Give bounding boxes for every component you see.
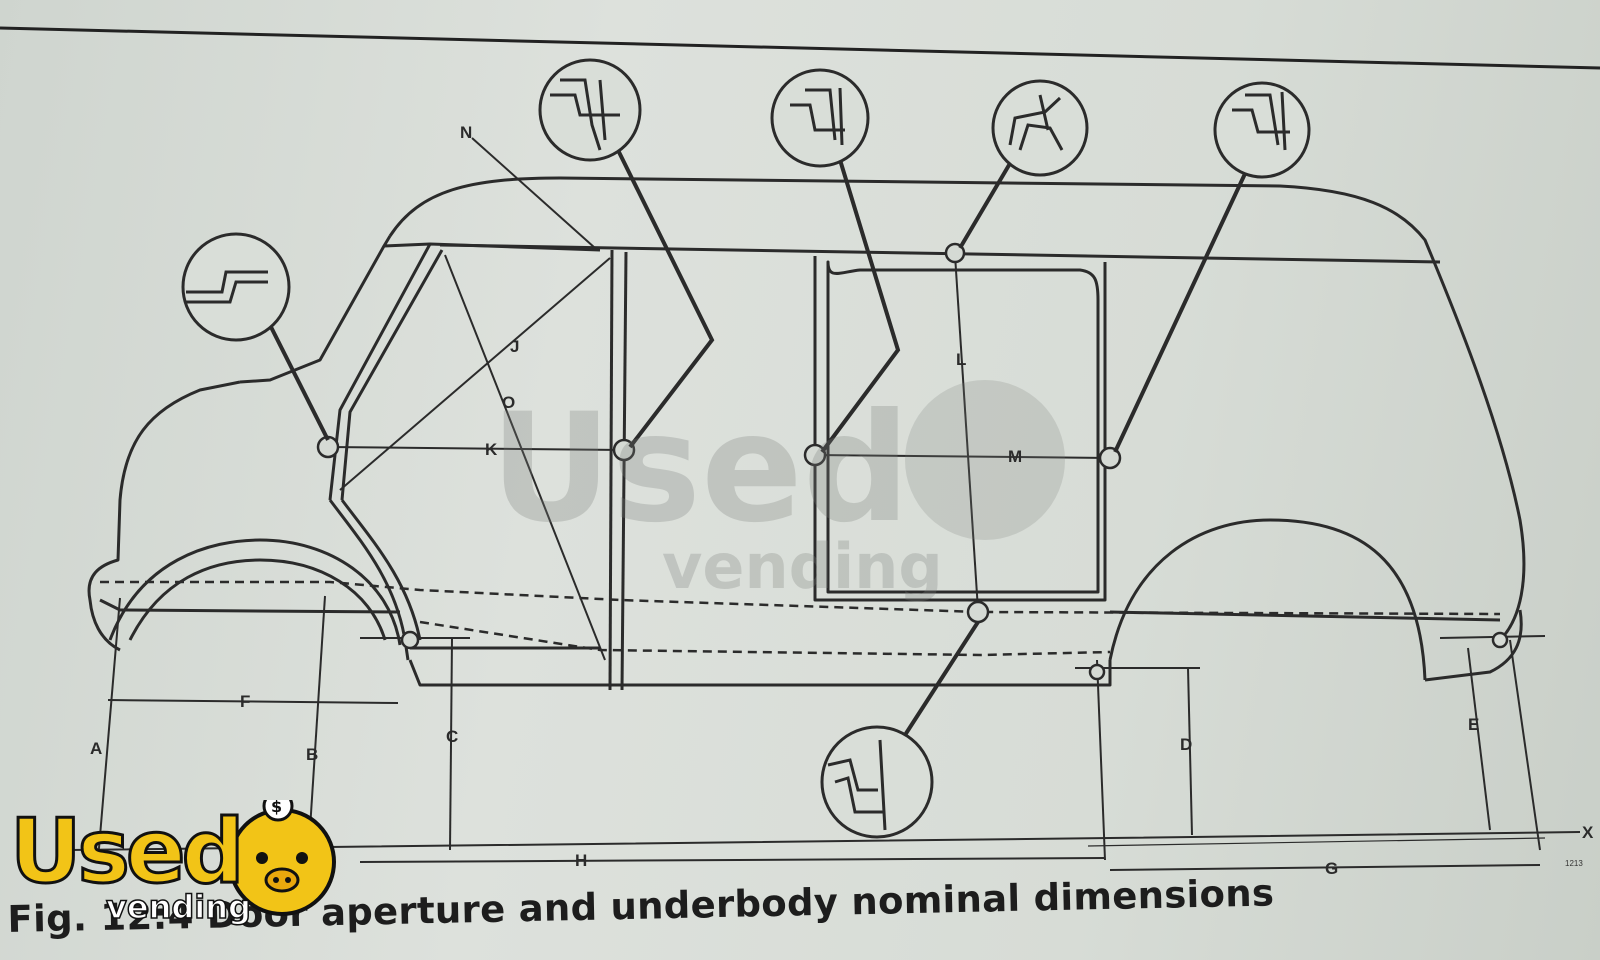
label-j: J <box>510 337 519 356</box>
label-h: H <box>575 851 587 870</box>
logo-text-vending: vending <box>105 888 251 926</box>
label-n: N <box>460 123 472 142</box>
label-d: D <box>1180 735 1192 754</box>
chassis-dashed-line <box>100 580 1501 657</box>
label-k: K <box>485 440 498 459</box>
detail-circle-4 <box>991 79 1089 177</box>
detail-circle-3 <box>770 68 870 168</box>
label-l: L <box>956 350 966 369</box>
label-g: G <box>1325 859 1338 878</box>
label-b: B <box>306 745 318 764</box>
watermark-used: Used <box>490 382 910 556</box>
page-top-border <box>0 26 1600 70</box>
dimension-lines <box>69 137 1581 871</box>
label-x: X <box>1582 823 1594 842</box>
watermark-pig <box>905 380 1065 540</box>
logo-text-used: Used <box>9 800 247 903</box>
corner-code: 1213 <box>1565 859 1583 868</box>
label-e: E <box>1468 715 1479 734</box>
measure-points <box>316 242 1509 681</box>
label-a: A <box>90 739 102 758</box>
detail-leaders <box>268 141 1252 737</box>
detail-circle-5 <box>1213 81 1311 179</box>
logo-pig-icon: $ <box>228 800 336 916</box>
label-c: C <box>446 727 458 746</box>
svg-text:$: $ <box>271 800 282 816</box>
dimension-labels: N J O K L M F A B C D E H G X 1213 <box>90 123 1594 878</box>
used-vending-logo: $ Used vending <box>6 800 342 942</box>
watermark-vending: vending <box>662 530 943 603</box>
label-f: F <box>240 692 250 711</box>
label-o: O <box>502 393 515 412</box>
watermark: Used vending <box>490 380 1065 603</box>
detail-circle-1 <box>181 232 291 342</box>
detail-circle-6 <box>820 725 934 839</box>
detail-circle-2 <box>538 58 642 162</box>
label-m: M <box>1008 447 1022 466</box>
